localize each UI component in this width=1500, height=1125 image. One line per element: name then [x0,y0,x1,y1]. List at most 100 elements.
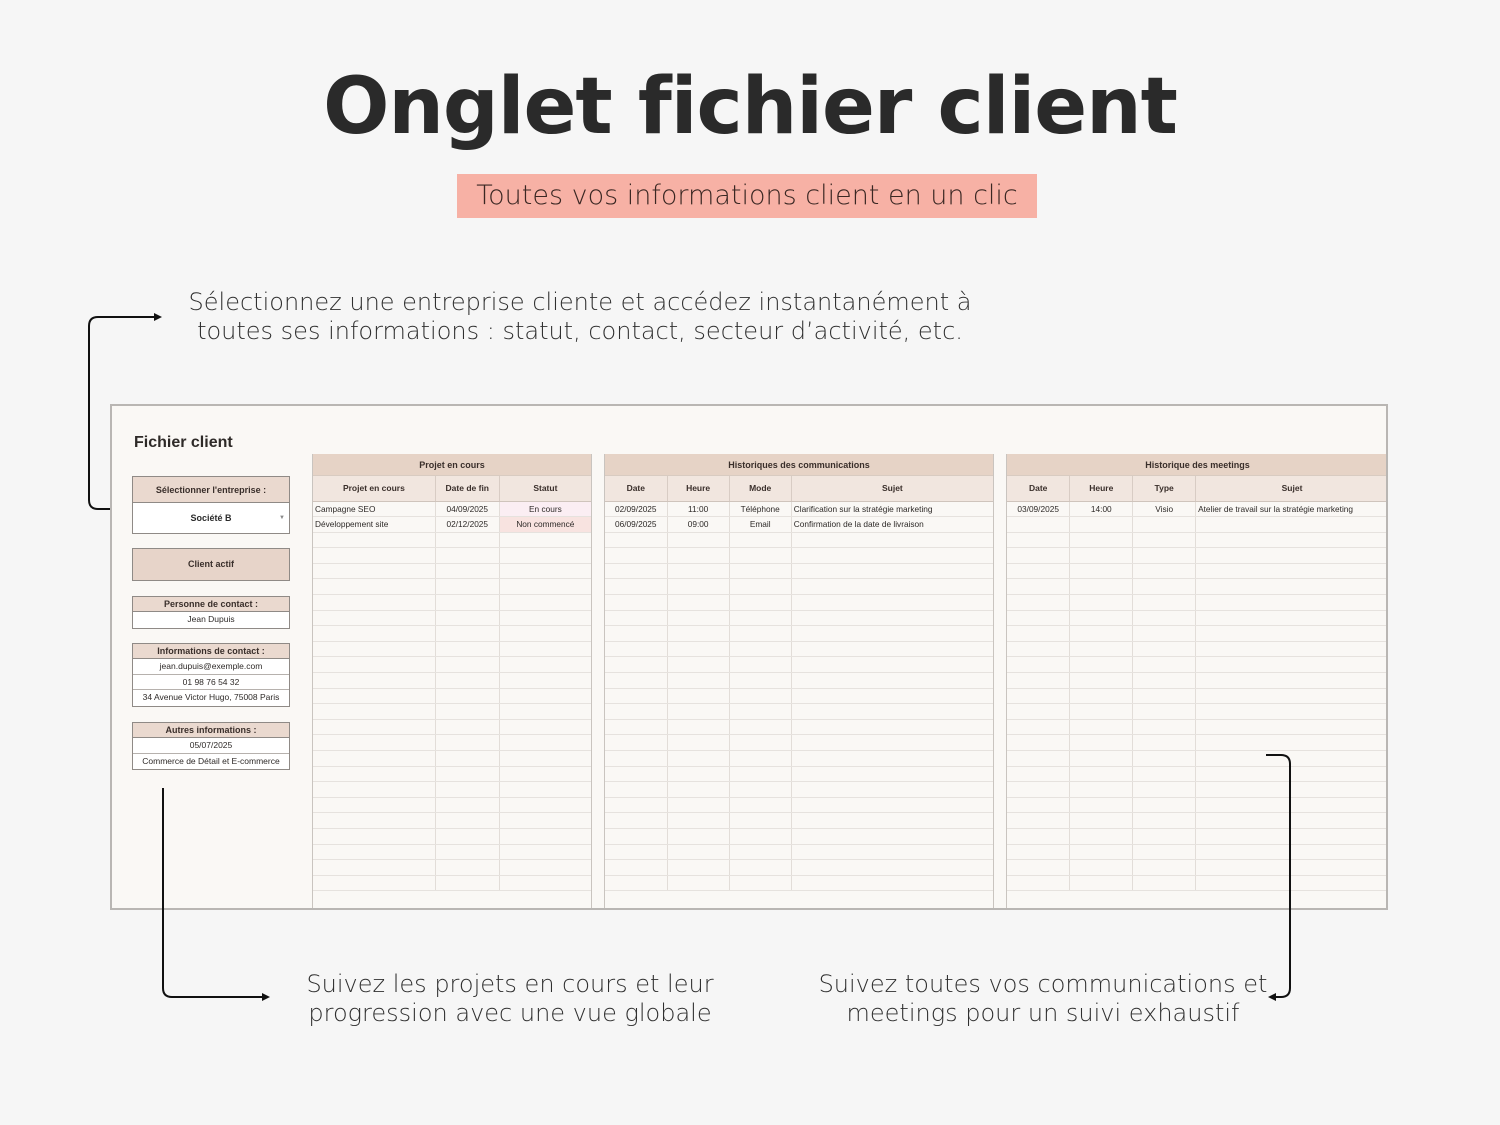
empty-cell[interactable] [729,641,792,658]
empty-cell[interactable] [313,532,436,549]
empty-cell[interactable] [1195,656,1386,674]
empty-cell[interactable] [435,672,500,689]
empty-cell[interactable] [1007,703,1071,720]
empty-cell[interactable] [435,875,500,892]
empty-cell[interactable] [1195,563,1386,580]
empty-cell[interactable] [1007,781,1071,798]
empty-cell[interactable] [605,532,668,549]
empty-cell[interactable] [605,547,668,564]
empty-cell[interactable] [791,547,993,564]
empty-cell[interactable] [667,594,730,611]
empty-cell[interactable] [1132,828,1197,845]
empty-cell[interactable] [1195,641,1386,658]
empty-cell[interactable] [1069,625,1134,642]
empty-cell[interactable] [1195,703,1386,720]
empty-cell[interactable] [605,672,668,689]
empty-cell[interactable] [313,578,436,596]
empty-cell[interactable] [1195,812,1386,829]
empty-cell[interactable] [313,766,436,783]
empty-cell[interactable] [435,594,500,611]
empty-cell[interactable] [1069,516,1134,533]
empty-cell[interactable] [313,859,436,876]
project-name[interactable]: Campagne SEO [313,501,436,518]
empty-cell[interactable] [1195,797,1386,814]
empty-cell[interactable] [499,625,591,642]
empty-cell[interactable] [313,812,436,829]
empty-cell[interactable] [791,656,993,674]
empty-cell[interactable] [605,734,668,751]
empty-cell[interactable] [435,828,500,845]
empty-cell[interactable] [1195,688,1386,705]
comm-time[interactable]: 11:00 [667,501,730,518]
empty-cell[interactable] [791,781,993,798]
empty-cell[interactable] [791,750,993,767]
empty-cell[interactable] [729,828,792,845]
empty-cell[interactable] [499,547,591,564]
empty-cell[interactable] [667,656,730,674]
empty-cell[interactable] [1195,625,1386,642]
empty-cell[interactable] [1195,750,1386,767]
empty-cell[interactable] [1132,781,1197,798]
empty-cell[interactable] [667,750,730,767]
empty-cell[interactable] [1007,625,1071,642]
empty-cell[interactable] [791,766,993,783]
empty-cell[interactable] [605,750,668,767]
empty-cell[interactable] [1007,532,1071,549]
empty-cell[interactable] [605,610,668,627]
empty-cell[interactable] [667,610,730,627]
empty-cell[interactable] [435,625,500,642]
empty-cell[interactable] [1007,828,1071,845]
empty-cell[interactable] [1007,578,1071,596]
empty-cell[interactable] [1007,875,1071,892]
empty-cell[interactable] [605,578,668,596]
empty-cell[interactable] [605,844,668,861]
empty-cell[interactable] [435,547,500,564]
empty-cell[interactable] [605,594,668,611]
empty-cell[interactable] [313,734,436,751]
empty-cell[interactable] [791,641,993,658]
empty-cell[interactable] [499,734,591,751]
empty-cell[interactable] [1069,719,1134,736]
empty-cell[interactable] [1007,547,1071,564]
empty-cell[interactable] [1007,688,1071,705]
empty-cell[interactable] [1007,656,1071,674]
empty-cell[interactable] [1069,532,1134,549]
empty-cell[interactable] [1069,641,1134,658]
empty-cell[interactable] [313,750,436,767]
empty-cell[interactable] [313,610,436,627]
empty-cell[interactable] [1007,859,1071,876]
empty-cell[interactable] [667,563,730,580]
empty-cell[interactable] [499,797,591,814]
empty-cell[interactable] [1007,610,1071,627]
comm-subject[interactable]: Confirmation de la date de livraison [791,516,993,533]
empty-cell[interactable] [791,719,993,736]
empty-cell[interactable] [1132,797,1197,814]
empty-cell[interactable] [313,594,436,611]
empty-cell[interactable] [605,828,668,845]
empty-cell[interactable] [667,734,730,751]
empty-cell[interactable] [1069,610,1134,627]
empty-cell[interactable] [1195,734,1386,751]
empty-cell[interactable] [313,547,436,564]
empty-cell[interactable] [1195,828,1386,845]
empty-cell[interactable] [499,641,591,658]
empty-cell[interactable] [435,532,500,549]
empty-cell[interactable] [1195,844,1386,861]
empty-cell[interactable] [667,578,730,596]
empty-cell[interactable] [499,875,591,892]
empty-cell[interactable] [313,797,436,814]
empty-cell[interactable] [667,859,730,876]
empty-cell[interactable] [435,578,500,596]
empty-cell[interactable] [1195,719,1386,736]
empty-cell[interactable] [667,875,730,892]
empty-cell[interactable] [1069,781,1134,798]
meeting-time[interactable]: 14:00 [1069,501,1134,518]
meeting-date[interactable]: 03/09/2025 [1007,501,1071,518]
empty-cell[interactable] [499,828,591,845]
empty-cell[interactable] [729,844,792,861]
empty-cell[interactable] [1069,875,1134,892]
empty-cell[interactable] [1007,563,1071,580]
empty-cell[interactable] [791,875,993,892]
empty-cell[interactable] [667,766,730,783]
empty-cell[interactable] [499,532,591,549]
